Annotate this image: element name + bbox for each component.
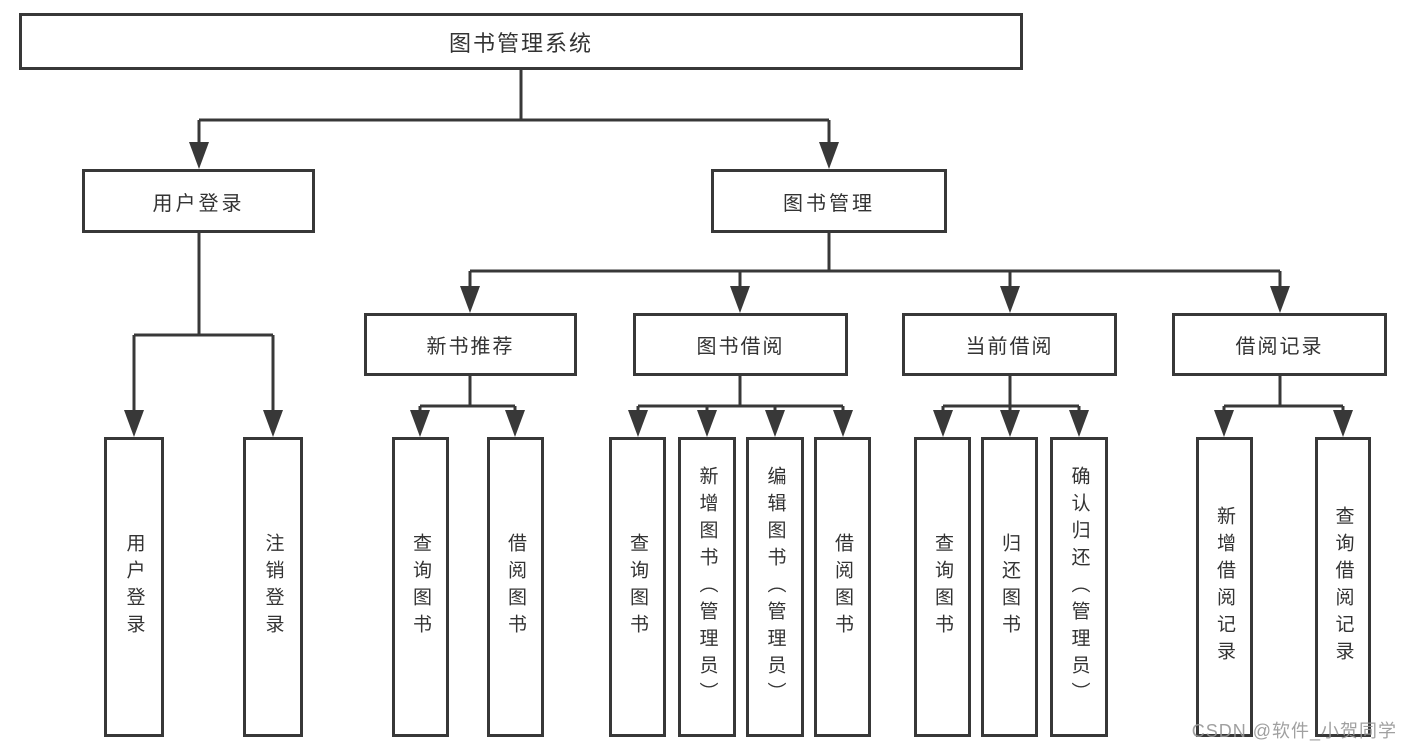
node-new-book-recommendation: 新书推荐 <box>364 313 577 376</box>
leaf-newbook-borrow-books-label: 借阅图书 <box>505 533 526 641</box>
leaf-logout-login: 注销登录 <box>243 437 303 737</box>
leaf-borrowing-edit-books-admin-label: 编辑图书（管理员） <box>764 465 786 709</box>
leaf-borrowing-query-books: 查询图书 <box>609 437 666 737</box>
leaf-borrowing-query-books-label: 查询图书 <box>627 533 648 641</box>
leaf-current-return-books-label: 归还图书 <box>999 533 1020 641</box>
leaf-current-query-books-label: 查询图书 <box>932 533 953 641</box>
leaf-records-query-borrow-record: 查询借阅记录 <box>1315 437 1371 737</box>
node-user-login: 用户登录 <box>82 169 315 233</box>
node-library-management-system: 图书管理系统 <box>19 13 1023 70</box>
leaf-records-add-borrow-record-label: 新增借阅记录 <box>1214 506 1235 668</box>
node-current-borrowing-label: 当前借阅 <box>965 336 1054 358</box>
leaf-user-login-label: 用户登录 <box>123 533 145 641</box>
node-user-login-label: 用户登录 <box>152 192 245 215</box>
leaf-current-confirm-return-admin: 确认归还（管理员） <box>1050 437 1108 737</box>
leaf-records-add-borrow-record: 新增借阅记录 <box>1196 437 1253 737</box>
node-book-management-label: 图书管理 <box>783 192 875 215</box>
leaf-logout-login-label: 注销登录 <box>262 533 284 641</box>
leaf-current-query-books: 查询图书 <box>914 437 971 737</box>
leaf-current-return-books: 归还图书 <box>981 437 1038 737</box>
leaf-borrowing-add-books-admin: 新增图书（管理员） <box>678 437 736 737</box>
leaf-newbook-query-books: 查询图书 <box>392 437 449 737</box>
node-current-borrowing: 当前借阅 <box>902 313 1117 376</box>
node-new-book-recommendation-label: 新书推荐 <box>426 336 515 358</box>
leaf-user-login: 用户登录 <box>104 437 164 737</box>
node-book-management: 图书管理 <box>711 169 947 233</box>
leaf-newbook-borrow-books: 借阅图书 <box>487 437 544 737</box>
csdn-watermark: CSDN @软件_小贺同学 <box>1191 721 1397 741</box>
leaf-borrowing-borrow-books-label: 借阅图书 <box>832 533 853 641</box>
leaf-current-confirm-return-admin-label: 确认归还（管理员） <box>1068 465 1090 709</box>
node-library-management-system-label: 图书管理系统 <box>448 30 593 56</box>
leaf-newbook-query-books-label: 查询图书 <box>410 533 431 641</box>
leaf-borrowing-borrow-books: 借阅图书 <box>814 437 871 737</box>
node-book-borrowing: 图书借阅 <box>633 313 848 376</box>
leaf-borrowing-edit-books-admin: 编辑图书（管理员） <box>746 437 804 737</box>
leaf-records-query-borrow-record-label: 查询借阅记录 <box>1332 506 1354 668</box>
node-borrowing-records-label: 借阅记录 <box>1235 336 1324 358</box>
node-borrowing-records: 借阅记录 <box>1172 313 1387 376</box>
leaf-borrowing-add-books-admin-label: 新增图书（管理员） <box>696 465 718 709</box>
node-book-borrowing-label: 图书借阅 <box>696 336 785 358</box>
